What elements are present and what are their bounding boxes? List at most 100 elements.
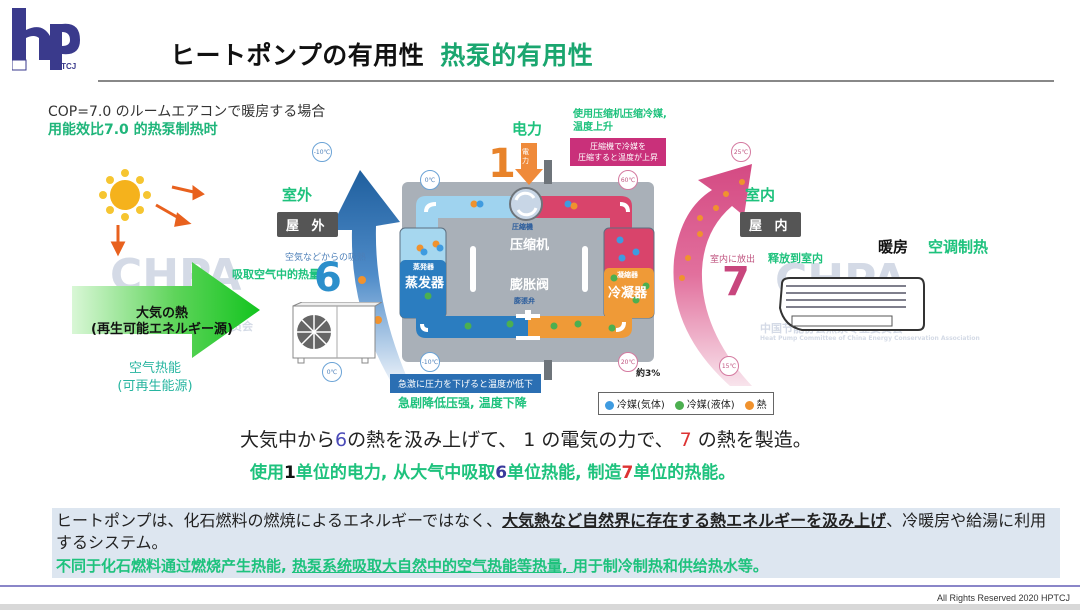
summary-cn-seven: 7 <box>621 463 634 483</box>
temp-evap-in: 0℃ <box>420 170 440 190</box>
power-value: 1 <box>488 141 516 187</box>
gas-refrigerant-dot-icon <box>605 400 614 410</box>
compressor-label-cn: 压缩机 <box>510 238 550 253</box>
expansion-valve-icon <box>516 310 540 340</box>
compression-note-cn-1: 使用压缩机压缩冷媒, <box>573 109 667 120</box>
legend-item-gas: 冷媒(気体) <box>605 396 665 411</box>
compressor-label-ja: 圧縮機 <box>512 223 533 231</box>
cop-caption-ja: COP=7.0 のルームエアコンで暖房する場合 <box>48 104 326 120</box>
release-label-cn: 释放到室内 <box>768 252 823 265</box>
title-divider <box>98 80 1054 82</box>
info-ja-2: 、冷暖房や給湯に利用するシステム。 <box>56 511 1047 552</box>
summary-cn-text: 使用 <box>250 463 284 483</box>
valve-callout: 急激に圧力を下げると温度が低下 <box>390 374 542 393</box>
info-cn-1: 不同于化石燃料通过燃烧产生热能, <box>56 557 292 575</box>
watermark-en-right: Heat Pump Committee of China Energy Cons… <box>760 335 980 342</box>
info-cn-emphasis: 热泵系统吸取大自然中的空气热能等热量, <box>291 557 573 575</box>
temp-cond-in: 60℃ <box>618 170 638 190</box>
legend-item-heat: 熱 <box>744 396 767 411</box>
released-heat-value: 7 <box>722 259 750 305</box>
evaporator-label-cn: 蒸发器 <box>405 276 445 291</box>
evaporator-label-ja: 蒸発器 <box>413 263 434 271</box>
absorb-label-cn: 吸取空气中的热量 <box>232 268 320 281</box>
hp-logo-icon <box>11 8 80 71</box>
temp-outdoor-bottom: 0℃ <box>322 362 342 382</box>
heat-dot-icon <box>744 400 754 410</box>
atmospheric-heat-arrow <box>72 262 260 358</box>
absorb-label-ja: 空気などからの吸熱 <box>285 253 367 263</box>
outdoor-label-ja: 屋 外 <box>277 212 338 237</box>
summary-ja-text: 大気中から <box>240 429 336 451</box>
valve-label-cn: 膨胀阀 <box>510 278 550 293</box>
compression-callout-2: 圧縮すると温度が上昇 <box>578 153 658 162</box>
info-cn-2: 用于制冷制热和供给热水等。 <box>572 557 768 575</box>
sun-ray-arrows <box>110 185 205 257</box>
info-cn: 不同于化石燃料通过燃烧产生热能, 热泵系统吸取大自然中的空气热能等热量, 用于制… <box>56 555 768 576</box>
summary-cn: 使用1单位的电力, 从大气中吸取6单位热能, 制造7单位的热能。 <box>250 458 735 483</box>
info-box <box>52 508 1060 578</box>
temp-indoor-bottom: 15℃ <box>719 356 739 376</box>
summary-ja-six: 6 <box>335 429 348 451</box>
title-cn: 热泵的有用性 <box>440 41 594 70</box>
indoor-label-cn: 室内 <box>745 186 776 204</box>
loss-percent: 約3% <box>636 369 661 379</box>
air-energy-cn-1: 空气热能 <box>128 361 181 376</box>
condenser-label-ja: 凝縮器 <box>617 271 638 279</box>
heating-mode-cn: 空调制热 <box>928 238 989 256</box>
temp-indoor-top: 25℃ <box>731 142 751 162</box>
copyright-footer: All Rights Reserved 2020 HPTCJ <box>936 593 1070 603</box>
bottom-bar <box>0 604 1080 610</box>
low-pressure-liquid-pipe <box>416 310 528 338</box>
summary-cn-six: 6 <box>495 463 508 483</box>
liquid-refrigerant-dot-icon <box>674 400 684 410</box>
sun-icon <box>99 169 205 257</box>
legend-label-gas: 冷媒(気体) <box>617 400 665 411</box>
release-label-ja: 室内に放出 <box>710 255 756 265</box>
air-energy-cn-2: (可再生能源) <box>117 379 193 394</box>
valve-note-cn: 急剧降低压强, 温度下降 <box>398 396 527 410</box>
summary-cn-text: 单位的热能。 <box>633 463 736 483</box>
info-ja-1: ヒートポンプは、化石燃料の燃焼によるエネルギーではなく、 <box>56 511 503 530</box>
atmospheric-heat-ja-1: 大気の熱 <box>135 306 188 321</box>
hptcj-logo: HPTCJ <box>11 8 82 72</box>
summary-cn-text: 单位的电力, 从大气中吸取 <box>295 463 496 483</box>
high-pressure-gas-pipe <box>526 196 632 240</box>
summary-cn-one: 1 <box>284 463 296 483</box>
legend-label-heat: 熱 <box>756 400 767 411</box>
power-label-cn: 电力 <box>512 120 543 138</box>
compression-callout-1: 圧縮機で冷媒を <box>590 142 646 151</box>
summary-ja-seven: 7 <box>679 429 692 451</box>
heating-mode-ja: 暖房 <box>878 238 909 256</box>
summary-ja-text: の熱を汲み上げて、 1 の電気の力で、 <box>347 429 680 451</box>
compression-callout: 圧縮機で冷媒を 圧縮すると温度が上昇 <box>570 138 666 166</box>
outdoor-airflow-arrow <box>330 170 408 380</box>
page-title: ヒートポンプの有用性热泵的有用性 <box>170 36 593 72</box>
legend-item-liquid: 冷媒(液体) <box>674 396 735 411</box>
logo-text: HPTCJ <box>50 62 77 71</box>
atmospheric-heat-label: 大気の熱 (再生可能エネルギー源) <box>72 306 252 338</box>
temp-cond-out: 20℃ <box>618 352 638 372</box>
condenser-label-cn: 冷凝器 <box>608 286 648 301</box>
footer-divider <box>0 585 1080 587</box>
temp-outdoor-top: -10℃ <box>312 142 332 162</box>
info-ja: ヒートポンプは、化石燃料の燃焼によるエネルギーではなく、大気熱など自然界に存在す… <box>56 510 1056 554</box>
low-pressure-gas-pipe <box>416 196 526 240</box>
compression-note-cn: 使用压缩机压缩冷媒, 温度上升 <box>573 108 667 134</box>
temp-evap-out: -10℃ <box>420 352 440 372</box>
outdoor-unit-icon <box>292 302 382 364</box>
valve-label-ja: 膨張弁 <box>514 297 535 305</box>
title-ja: ヒートポンプの有用性 <box>170 41 425 70</box>
air-energy-cn: 空气热能 (可再生能源) <box>100 360 210 396</box>
cop-caption-cn: 用能效比7.0 的热泵制热时 <box>48 122 218 138</box>
absorbed-heat-value: 6 <box>314 255 342 301</box>
indoor-airflow-arrow <box>673 164 752 386</box>
heat-pump-cycle <box>399 160 655 380</box>
power-arrow-label: 電力 <box>522 148 529 165</box>
atmospheric-heat-ja-2: (再生可能エネルギー源) <box>91 322 233 337</box>
info-ja-emphasis: 大気熱など自然界に存在する熱エネルギーを汲み上げ <box>502 511 887 530</box>
summary-ja: 大気中から6の熱を汲み上げて、 1 の電気の力で、 7 の熱を製造。 <box>240 425 812 452</box>
power-arrow-icon <box>515 143 543 185</box>
outdoor-label-cn: 室外 <box>282 186 313 204</box>
summary-cn-text: 单位热能, 制造 <box>507 463 622 483</box>
indoor-ac-unit-icon <box>778 277 925 331</box>
